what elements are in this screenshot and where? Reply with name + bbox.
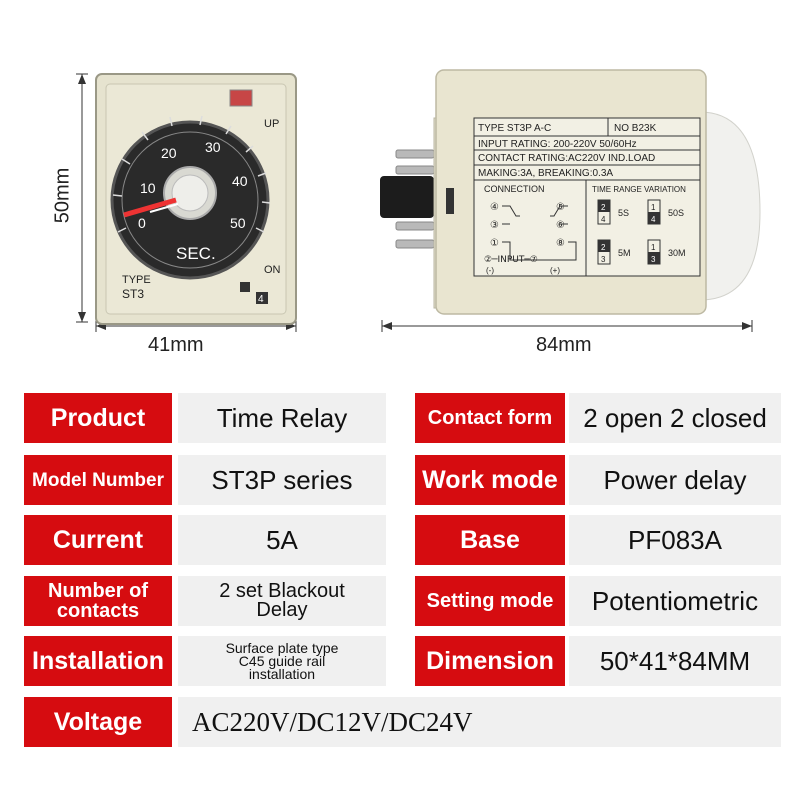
type-label: TYPE	[122, 274, 151, 286]
svg-text:4: 4	[601, 215, 606, 224]
contact-diagram-icon	[502, 205, 577, 261]
pin-1: ①	[490, 238, 499, 249]
value-current: 5A	[178, 515, 386, 565]
arrow-up-icon	[78, 74, 86, 84]
dial-mark-50: 50	[230, 215, 246, 231]
relay-illustration: 0 10 20 30 40 50 SEC. UP ON TYPE ST3 4	[76, 69, 761, 332]
label-contact-rating: CONTACT RATING:AC220V IND.LOAD	[478, 153, 655, 164]
pin-6: ⑥	[556, 220, 565, 231]
value-number-of-contacts: 2 set Blackout Delay	[178, 576, 386, 626]
range-30m: 1 3 30M	[647, 239, 686, 265]
label-number: NO B23K	[614, 123, 657, 134]
value-installation-line3: installation	[248, 665, 316, 682]
value-setting-mode: Potentiometric	[569, 576, 781, 626]
value-installation-line2: C45 guide rail	[238, 652, 326, 669]
value-voltage: AC220V/DC12V/DC24V	[178, 697, 781, 747]
dip-switch	[240, 282, 250, 292]
dip-switch-box	[256, 292, 268, 304]
dial-mark-30: 30	[205, 139, 221, 155]
value-base: PF083A	[569, 515, 781, 565]
label-installation: Installation	[24, 636, 172, 686]
label-number-of-contacts-line2: contacts	[56, 600, 140, 622]
value-model-number: ST3P series	[178, 455, 386, 505]
value-dimension: 50*41*84MM	[569, 636, 781, 686]
value-number-of-contacts-line1: 2 set Blackout	[219, 580, 345, 602]
dial-mark-40: 40	[232, 173, 248, 189]
pin-4: ④	[490, 202, 499, 213]
label-model-number: Model Number	[24, 455, 172, 505]
time-range-title: TIME RANGE VARIATION	[592, 185, 686, 194]
relay-cover	[699, 111, 761, 301]
svg-text:3: 3	[651, 255, 656, 264]
product-figure: 0 10 20 30 40 50 SEC. UP ON TYPE ST3 4	[0, 0, 800, 370]
svg-text:4: 4	[651, 215, 656, 224]
indicator-window	[229, 89, 253, 107]
value-number-of-contacts-line2: Delay	[256, 599, 308, 621]
label-base: Base	[415, 515, 565, 565]
corner-number: 4	[258, 294, 264, 305]
svg-text:3: 3	[601, 255, 606, 264]
input-label: ②─INPUT─⑦	[484, 255, 538, 265]
label-setting-mode: Setting mode	[415, 576, 565, 626]
dial-ticks	[112, 115, 271, 233]
label-contact-form: Contact form	[415, 393, 565, 443]
label-dimension: Dimension	[415, 636, 565, 686]
label-type: TYPE ST3P A-C	[478, 123, 551, 134]
svg-text:1: 1	[651, 203, 656, 212]
label-voltage: Voltage	[24, 697, 172, 747]
svg-text:1: 1	[651, 243, 656, 252]
label-product: Product	[24, 393, 172, 443]
label-number-of-contacts-line1: Number of	[48, 580, 148, 602]
label-input-rating: INPUT RATING: 200-220V 50/60Hz	[478, 139, 637, 150]
type-value: ST3	[122, 287, 144, 301]
pin-3: ③	[490, 220, 499, 231]
dial-mark-10: 10	[140, 180, 156, 196]
range-50s: 1 4 50S	[647, 199, 684, 225]
value-product: Time Relay	[178, 393, 386, 443]
on-label: ON	[264, 264, 281, 276]
value-installation-line1: Surface plate type	[225, 639, 339, 656]
dial-unit: SEC.	[176, 244, 216, 263]
value-installation: Surface plate type C45 guide rail instal…	[178, 636, 386, 686]
length-dimension: 84mm	[536, 334, 592, 356]
spec-label-plate	[473, 117, 701, 277]
label-work-mode: Work mode	[415, 455, 565, 505]
label-making: MAKING:3A, BREAKING:0.3A	[478, 168, 613, 179]
arrow-down-icon	[78, 312, 86, 322]
width-dimension: 41mm	[148, 334, 204, 356]
range-5s: 2 4 5S	[597, 199, 629, 225]
pin-5: ⑤	[556, 202, 565, 213]
label-current: Current	[24, 515, 172, 565]
svg-text:2: 2	[601, 243, 606, 252]
pin-8: ⑧	[556, 238, 565, 249]
svg-text:5S: 5S	[618, 208, 629, 218]
value-contact-form: 2 open 2 closed	[569, 393, 781, 443]
up-label: UP	[264, 118, 279, 130]
svg-text:5M: 5M	[618, 248, 631, 258]
svg-text:2: 2	[601, 203, 606, 212]
set-pointer	[123, 197, 177, 218]
range-5m: 2 3 5M	[597, 239, 631, 265]
polarity-plus: (+)	[550, 266, 560, 275]
dial-mark-0: 0	[138, 215, 146, 231]
label-number-of-contacts: Number of contacts	[24, 576, 172, 626]
svg-text:30M: 30M	[668, 248, 686, 258]
base-key	[380, 176, 434, 218]
connection-title: CONNECTION	[484, 184, 545, 194]
svg-text:50S: 50S	[668, 208, 684, 218]
value-work-mode: Power delay	[569, 455, 781, 505]
dial-mark-20: 20	[161, 145, 177, 161]
polarity-minus: (-)	[486, 266, 494, 275]
